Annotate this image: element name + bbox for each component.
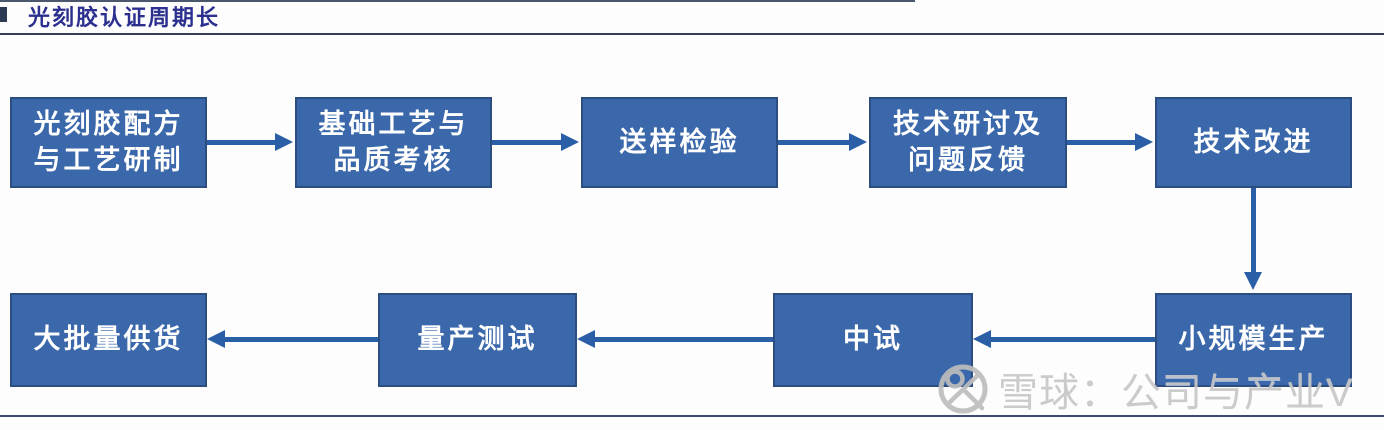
flow-step-tech-discussion: 技术研讨及 问题反馈 [869, 97, 1067, 188]
xueqiu-snowball-icon [938, 364, 988, 414]
flow-step-bulk-supply: 大批量供货 [10, 293, 207, 387]
watermark: 雪球：公司与产业V [936, 360, 1354, 418]
arrow-right-4 [1067, 133, 1153, 151]
title-left-tick [0, 7, 7, 22]
flow-step-pilot-test: 中试 [773, 293, 973, 387]
flow-step-mass-production-test: 量产测试 [378, 293, 577, 387]
arrow-down [1244, 188, 1262, 290]
title-underline [0, 33, 1384, 35]
flow-step-sample-inspection: 送样检验 [581, 97, 778, 188]
flow-step-small-scale-production: 小规模生产 [1155, 293, 1352, 387]
flow-step-basic-process-qa: 基础工艺与 品质考核 [295, 97, 492, 188]
arrow-right-2 [492, 133, 579, 151]
watermark-text: 雪球：公司与产业V [998, 371, 1354, 415]
arrow-left-3 [207, 330, 378, 348]
arrow-right-1 [207, 133, 293, 151]
page-title: 光刻胶认证周期长 [28, 5, 221, 30]
flow-step-tech-improvement: 技术改进 [1155, 97, 1352, 188]
top-border-line [0, 0, 915, 2]
arrow-right-3 [778, 133, 867, 151]
flow-step-formula-development: 光刻胶配方 与工艺研制 [10, 97, 207, 188]
arrow-left-1 [973, 330, 1155, 348]
bottom-border-line [0, 415, 1384, 417]
arrow-left-2 [577, 330, 773, 348]
